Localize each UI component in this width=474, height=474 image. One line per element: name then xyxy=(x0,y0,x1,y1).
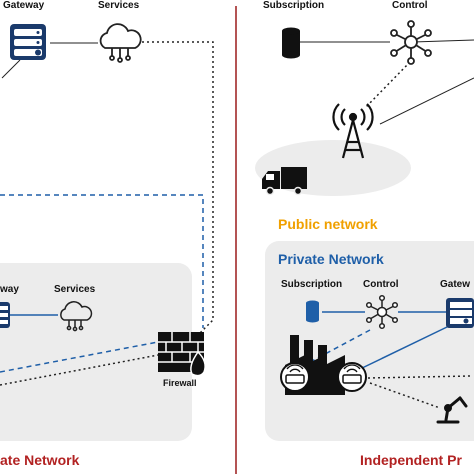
public-network-label: Public network xyxy=(278,216,378,232)
right-network-title: Independent Pr xyxy=(360,452,462,468)
gateway-server-right-icon xyxy=(446,298,474,328)
control-hub-icon xyxy=(390,20,432,65)
control-label: Control xyxy=(392,0,428,11)
subscription-inner-label: Subscription xyxy=(281,279,343,290)
firewall-icon xyxy=(158,332,206,377)
subscription-label: Subscription xyxy=(263,0,325,11)
services-label: Services xyxy=(98,0,140,11)
dotted-link-left xyxy=(142,41,214,339)
robot-arm-icon xyxy=(436,396,468,424)
gateway-server-icon xyxy=(10,24,46,60)
cell-tower-icon xyxy=(332,103,374,159)
router-icon-1 xyxy=(280,362,310,392)
firewall-label: Firewall xyxy=(163,378,197,388)
private-network-label: Private Network xyxy=(278,251,384,267)
services-cloud-icon xyxy=(99,23,142,63)
left-network-title: ate Network xyxy=(0,452,80,468)
left-private-panel xyxy=(0,263,192,441)
dashed-link-left xyxy=(0,194,204,328)
gateway-inner-label: way xyxy=(0,284,19,295)
services-cloud-small-icon xyxy=(60,301,93,332)
truck-icon xyxy=(262,167,307,196)
services-inner-label: Services xyxy=(54,284,96,295)
subscription-database-icon xyxy=(282,27,300,59)
router-icon-2 xyxy=(337,362,367,392)
subscription-database-small-icon xyxy=(306,300,319,323)
gateway-server-small-icon xyxy=(0,302,10,328)
control-hub-small-icon xyxy=(365,294,399,330)
gateway-inner-right-label: Gatew xyxy=(440,279,471,290)
gateway-label: Gateway xyxy=(3,0,45,11)
control-inner-label: Control xyxy=(363,279,399,290)
